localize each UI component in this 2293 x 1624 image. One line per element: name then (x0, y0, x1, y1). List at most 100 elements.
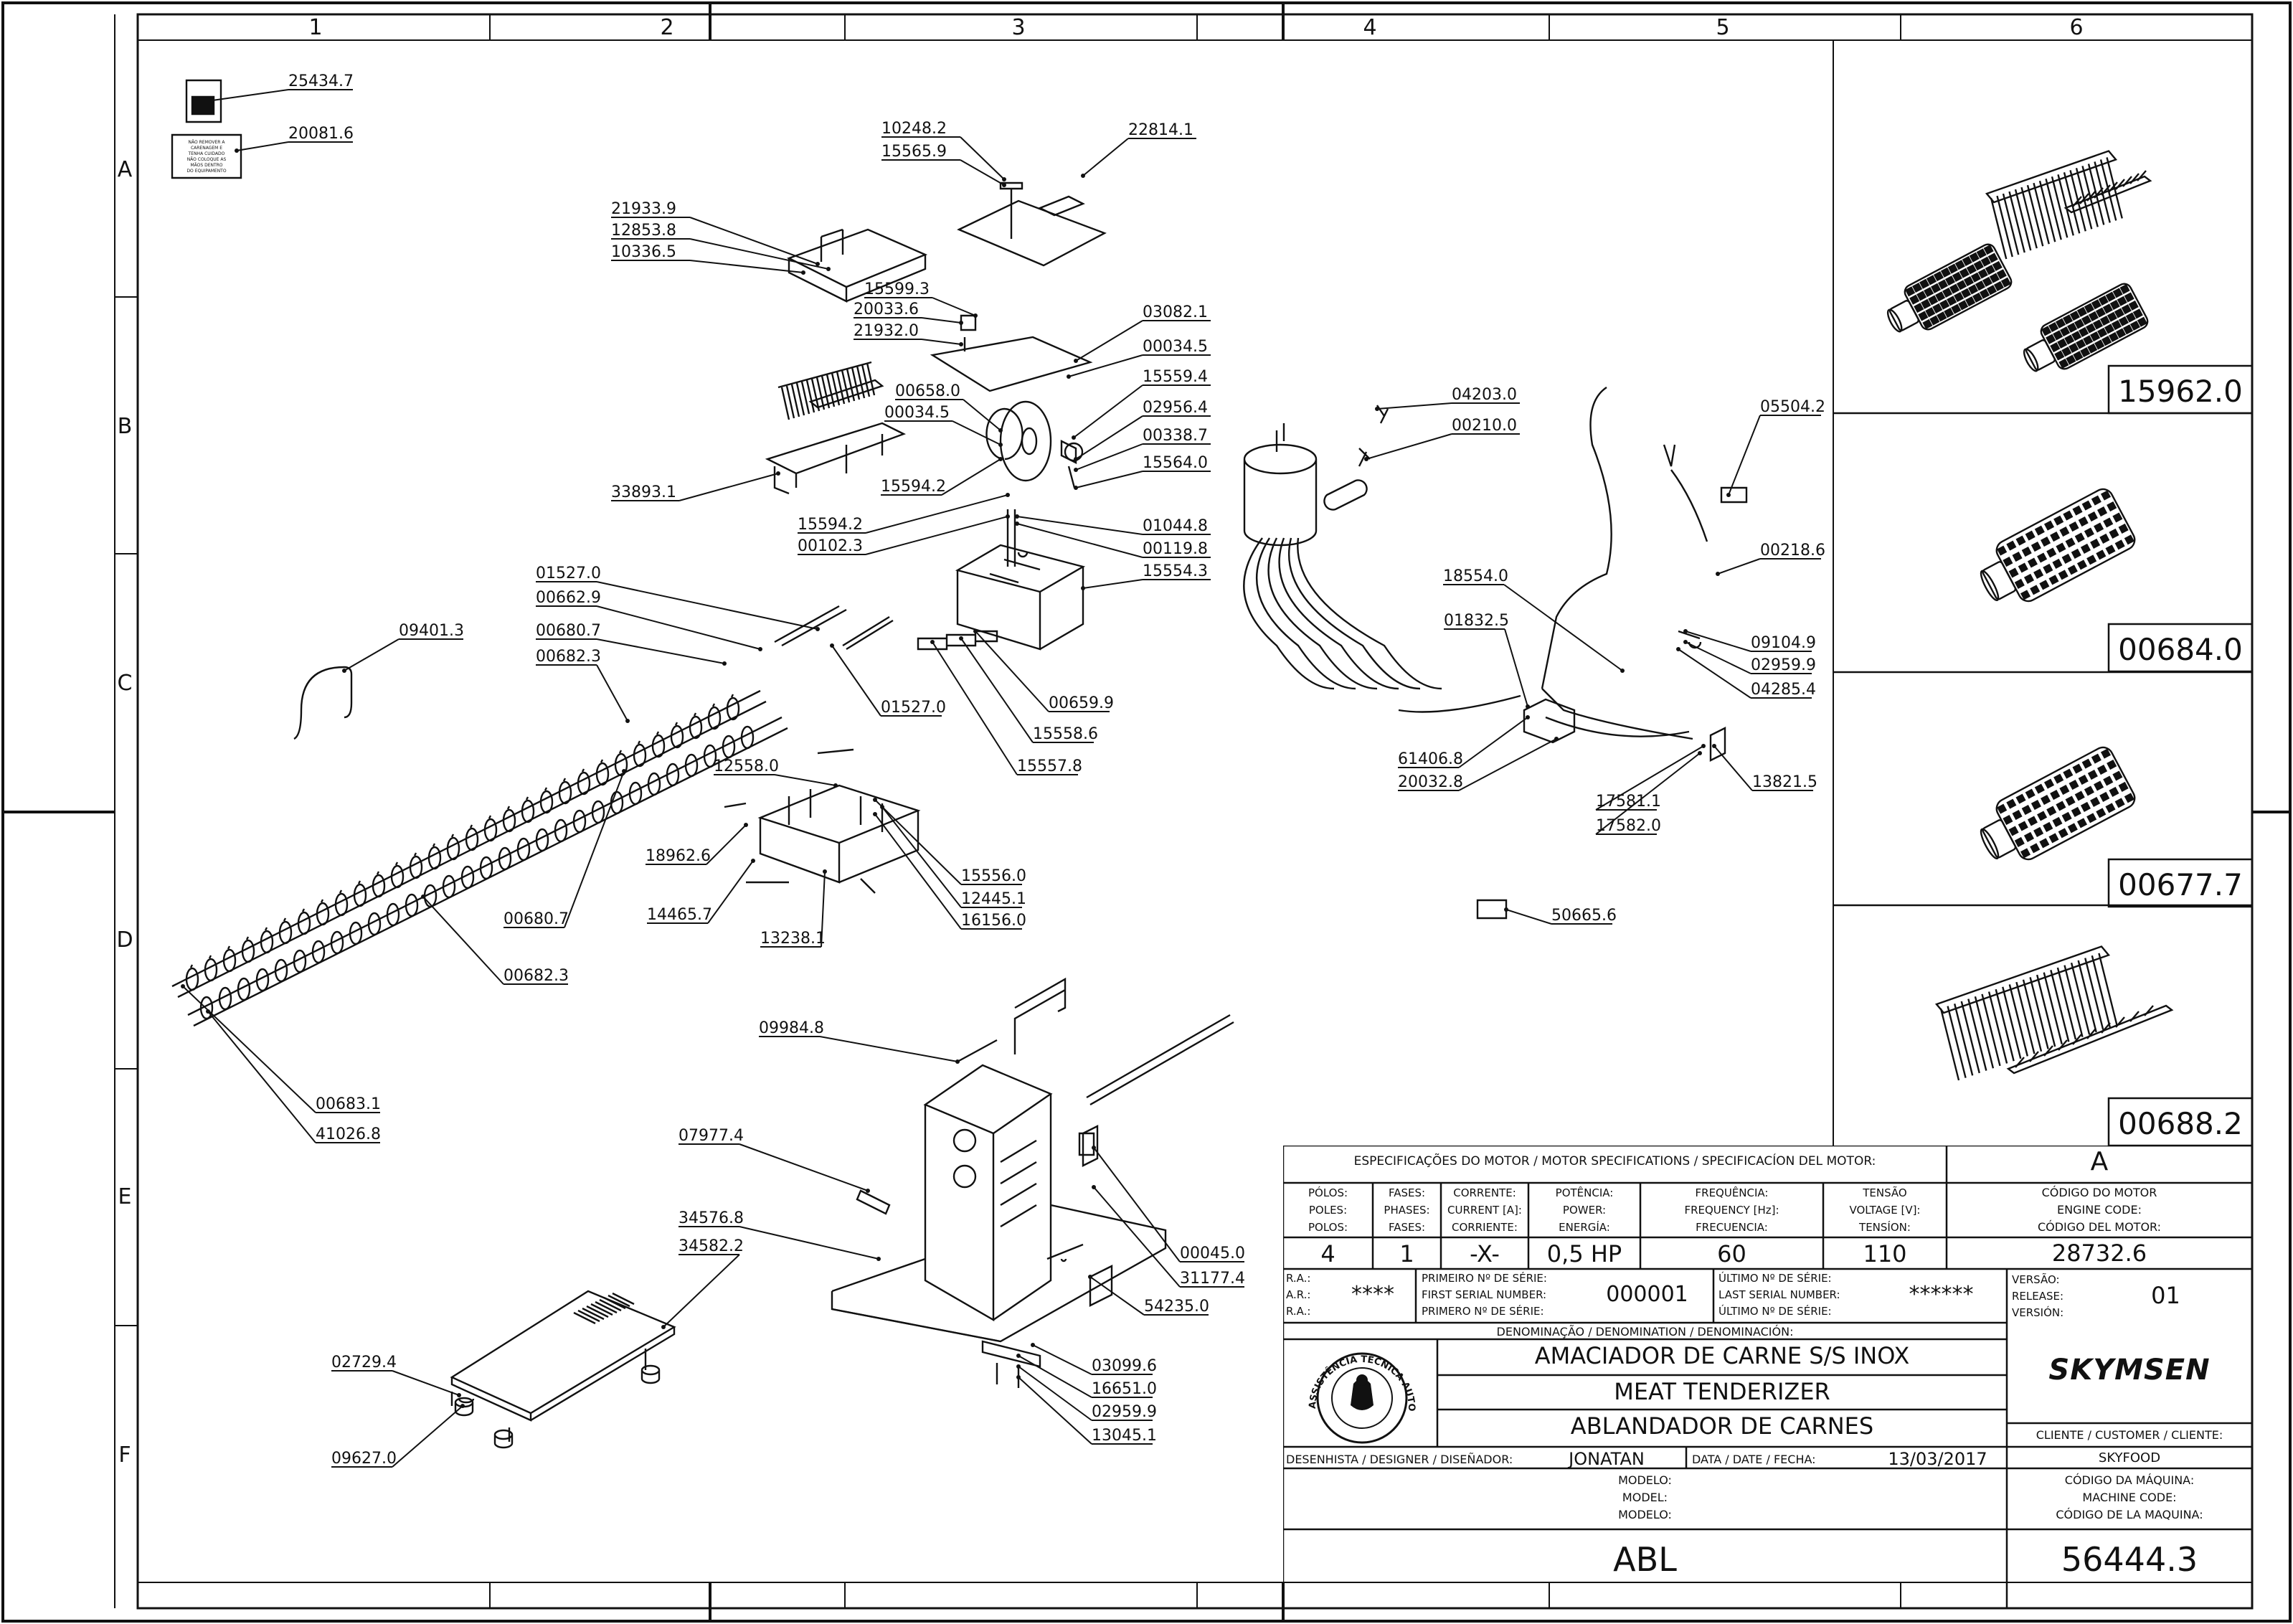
part-number: 02956.4 (1143, 399, 1208, 417)
part-callout: 00210.0 (1364, 417, 1520, 461)
part-callout: 41026.8 (206, 1009, 381, 1143)
part-callout: 25434.7 (210, 72, 354, 103)
part-callout: 15599.3 (864, 280, 978, 318)
motor-specs-header: ESPECIFICAÇÕES DO MOTOR / MOTOR SPECIFIC… (1353, 1154, 1876, 1169)
part-number: 09401.3 (399, 622, 464, 640)
part-callout: 50665.6 (1504, 907, 1617, 925)
part-callout: 00682.3 (421, 894, 569, 985)
part-number: 00682.3 (503, 967, 569, 985)
part-number: 61406.8 (1398, 750, 1463, 768)
part-callout: 13238.1 (760, 869, 827, 948)
part-number: 50665.6 (1551, 907, 1617, 925)
first-serial-label: PRIMEIRO Nº DE SÉRIE:FIRST SERIAL NUMBER… (1422, 1272, 1547, 1318)
part-callout: 15564.0 (1074, 454, 1211, 490)
part-number: 34582.2 (679, 1237, 744, 1255)
grid-column-label: 5 (1716, 15, 1729, 40)
part-number: 54235.0 (1144, 1298, 1209, 1316)
part-number: 15594.2 (881, 478, 946, 496)
part-callout: 34582.2 (661, 1237, 744, 1329)
part-callout: 00034.5 (884, 404, 1003, 447)
part-number: 13238.1 (760, 930, 826, 948)
part-callout: 18962.6 (646, 823, 748, 865)
part-callout: 16651.0 (1016, 1354, 1157, 1398)
part-callout: 16156.0 (873, 812, 1026, 930)
grid-row-label: F (118, 1443, 131, 1468)
decal-text: CARENAGEM E (191, 146, 222, 151)
part-number: 10336.5 (611, 243, 676, 261)
designer-label: DESENHISTA / DESIGNER / DISEÑADOR: (1286, 1453, 1513, 1466)
part-callout: 09984.8 (759, 1019, 960, 1064)
grid-column-label: 4 (1363, 15, 1376, 40)
part-number: 12445.1 (961, 890, 1026, 908)
part-number: 00119.8 (1143, 540, 1208, 558)
part-callout: 13821.5 (1712, 744, 1817, 791)
part-number: 00338.7 (1143, 427, 1208, 445)
part-number: 01044.8 (1143, 517, 1208, 535)
part-number: 09627.0 (331, 1450, 397, 1468)
grid-row-label: A (118, 157, 133, 182)
part-number: 20081.6 (288, 125, 354, 143)
part-number: 07977.4 (679, 1127, 744, 1145)
part-number: 34576.8 (679, 1209, 744, 1227)
part-callout: 00102.3 (798, 514, 1010, 555)
part-number: 16651.0 (1092, 1380, 1157, 1398)
part-number: 14465.7 (647, 906, 712, 924)
part-number: 21933.9 (611, 200, 676, 218)
motor-spec-label: FASES:PHASES:FASES: (1384, 1186, 1430, 1234)
part-number: 09104.9 (1751, 634, 1816, 652)
part-callout: 00662.9 (536, 589, 762, 651)
title-block: ESPECIFICAÇÕES DO MOTOR / MOTOR SPECIFIC… (1283, 1146, 2252, 1608)
part-callout: 20032.8 (1398, 737, 1559, 791)
machine-name-es: ABLANDADOR DE CARNES (1570, 1412, 1874, 1440)
part-number: 09984.8 (759, 1019, 824, 1037)
part-callout: 04203.0 (1375, 386, 1520, 411)
part-number: 00034.5 (884, 404, 950, 422)
part-callout: 05504.2 (1726, 398, 1825, 497)
part-callout: 15594.2 (881, 457, 1003, 496)
part-callout: 31177.4 (1092, 1185, 1245, 1288)
last-serial-label: ÚLTIMO Nº DE SÉRIE:LAST SERIAL NUMBER:ÚL… (1718, 1272, 1840, 1318)
motor-spec-label: PÓLOS:POLES:POLOS: (1308, 1186, 1348, 1234)
part-number: 16156.0 (961, 912, 1026, 930)
part-number: 00659.9 (1049, 694, 1114, 712)
part-callout: 00680.7 (536, 622, 727, 666)
part-number: 31177.4 (1180, 1270, 1245, 1288)
motor-spec-value: -X- (1470, 1240, 1500, 1267)
part-callout: 01527.0 (536, 565, 820, 631)
ra-value: **** (1351, 1282, 1394, 1307)
part-number: 01527.0 (536, 565, 601, 582)
kit-code: 15962.0 (2118, 374, 2243, 409)
motor-spec-value: 4 (1320, 1240, 1335, 1267)
part-number: 00683.1 (316, 1095, 381, 1113)
part-callout: 20081.6 (235, 125, 354, 153)
part-number: 33893.1 (611, 483, 676, 501)
part-callout: 12445.1 (880, 805, 1026, 908)
machine-code-value: 56444.3 (2061, 1540, 2198, 1579)
grid-row-label: E (118, 1184, 132, 1209)
motor-spec-value: 110 (1863, 1240, 1907, 1267)
decal-text: NÃO COLOQUE AS (187, 157, 227, 162)
part-number: 00102.3 (798, 537, 863, 555)
part-callout: 00045.0 (1092, 1146, 1245, 1262)
model-value: ABL (1613, 1540, 1677, 1579)
part-number: 00210.0 (1452, 417, 1517, 435)
designer-name: JONATAN (1569, 1449, 1645, 1469)
part-number: 15564.0 (1143, 454, 1208, 472)
part-number: 00682.3 (536, 648, 601, 666)
part-callout: 00119.8 (1015, 521, 1211, 558)
part-callout: 09401.3 (342, 622, 464, 673)
part-number: 00034.5 (1143, 338, 1208, 356)
part-number: 00658.0 (895, 382, 960, 400)
ra-label: R.A.:A.R.:R.A.: (1286, 1272, 1311, 1318)
part-number: 22814.1 (1128, 121, 1193, 139)
motor-spec-label: CORRENTE:CURRENT [A]:CORRIENTE: (1447, 1186, 1522, 1234)
part-callout: 15557.8 (930, 640, 1082, 775)
brand-logo: SKYMSEN (2048, 1354, 2211, 1387)
part-number: 03082.1 (1143, 303, 1208, 321)
part-callout: 15565.9 (881, 143, 1006, 187)
decal-text: MÃOS DENTRO (190, 163, 222, 168)
part-number: 18554.0 (1443, 567, 1508, 585)
